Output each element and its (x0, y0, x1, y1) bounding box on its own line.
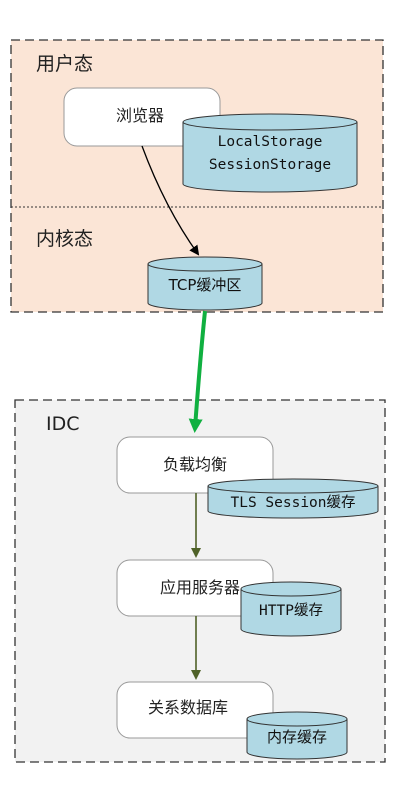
memory-cache-cylinder: 内存缓存 (246, 711, 348, 760)
memory-cache-label: 内存缓存 (267, 728, 327, 746)
app-server-label: 应用服务器 (160, 578, 240, 597)
tcp-buffer-label: TCP缓冲区 (168, 276, 242, 294)
network-arrow (188, 310, 207, 433)
app-server-node: 应用服务器 (116, 559, 274, 617)
database-node: 关系数据库 (116, 681, 274, 739)
tls-cache-label: TLS Session缓存 (230, 494, 355, 511)
browser-label: 浏览器 (116, 106, 164, 125)
web-storage-cylinder: LocalStorage SessionStorage (182, 113, 358, 193)
local-storage-label: LocalStorage (218, 134, 323, 150)
session-storage-label: SessionStorage (209, 157, 331, 173)
tcp-buffer-cylinder: TCP缓冲区 (147, 256, 263, 311)
browser-to-tcp-arrow (141, 145, 200, 256)
http-cache-label: HTTP缓存 (259, 602, 323, 619)
http-cache-cylinder: HTTP缓存 (240, 581, 342, 637)
database-label: 关系数据库 (148, 698, 228, 717)
kernel-space-label: 内核态 (36, 228, 93, 250)
load-balancer-box (116, 436, 274, 494)
tls-cache-cylinder: TLS Session缓存 (207, 478, 379, 519)
browser-node: 浏览器 (63, 87, 221, 147)
load-balancer-label: 负载均衡 (163, 455, 227, 474)
database-box (116, 681, 274, 739)
idc-label: IDC (46, 413, 80, 435)
user-space-label: 用户态 (36, 53, 93, 75)
load-balancer-node: 负载均衡 (116, 436, 274, 494)
